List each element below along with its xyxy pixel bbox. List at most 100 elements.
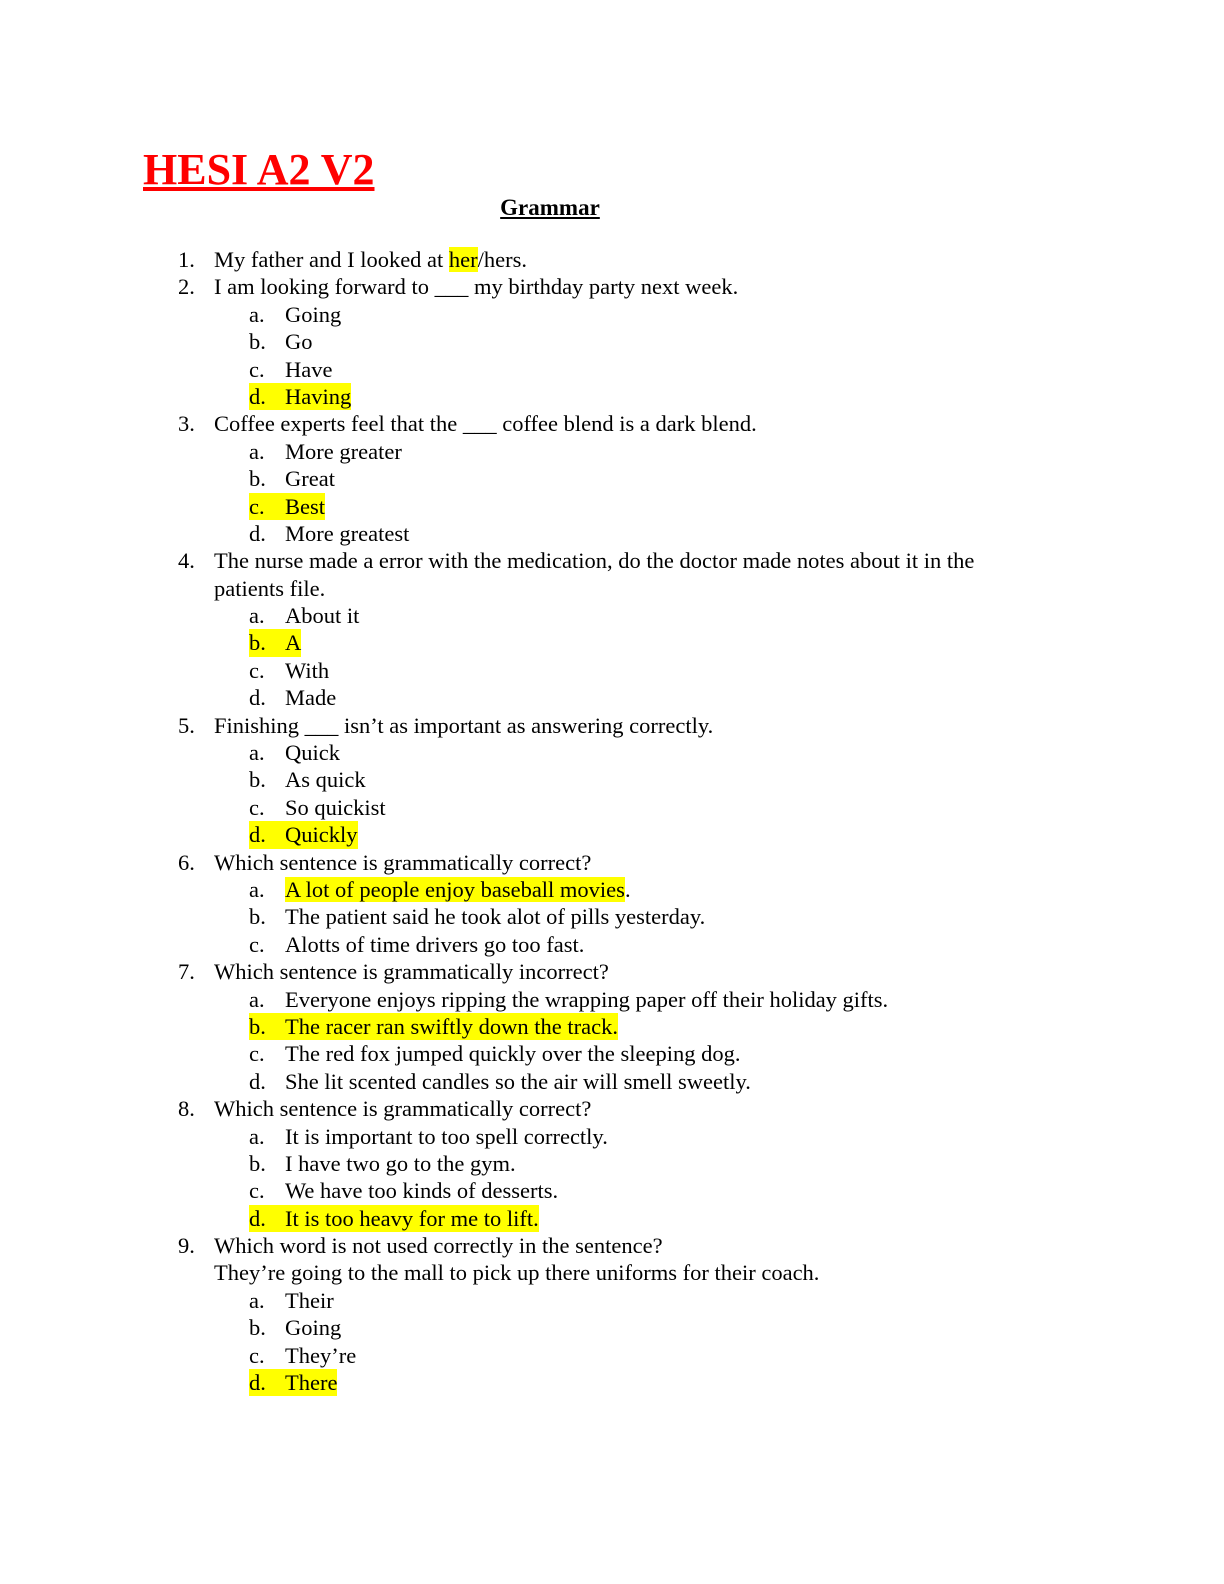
option-item: c. Have xyxy=(0,356,1224,383)
option-text: Alotts of time drivers go too fast. xyxy=(285,931,585,957)
option-letter: a. xyxy=(249,986,265,1012)
question-7: 7. Which sentence is grammatically incor… xyxy=(0,958,1224,985)
question-number: 9. xyxy=(178,1233,195,1259)
option-letter: d. xyxy=(249,1068,266,1094)
option-letter: a. xyxy=(249,438,265,464)
question-text: Which sentence is grammatically correct? xyxy=(214,849,592,875)
option-letter: b. xyxy=(249,466,266,492)
option-text: Have xyxy=(285,356,333,382)
option-item: d. More greatest xyxy=(0,520,1224,547)
option-item-correct: a.A lot of people enjoy baseball movies. xyxy=(249,876,631,902)
option-letter: a. xyxy=(249,603,265,629)
option-letter: d. xyxy=(249,383,266,409)
question-number: 1. xyxy=(178,247,195,272)
option-letter: d. xyxy=(249,1205,266,1231)
option-letter: b. xyxy=(249,1315,266,1341)
option-text: She lit scented candles so the air will … xyxy=(285,1068,751,1094)
option-text: I have two go to the gym. xyxy=(285,1150,516,1176)
option-item: c.They’re xyxy=(0,1342,1224,1369)
question-3: 3. Coffee experts feel that the ___ coff… xyxy=(0,410,1224,437)
question-text: Which sentence is grammatically correct? xyxy=(214,1096,592,1122)
question-4: 4. The nurse made a error with the medic… xyxy=(0,547,1224,574)
question-number: 5. xyxy=(178,712,195,738)
option-letter: d. xyxy=(249,685,266,711)
option-text: Quickly xyxy=(285,822,358,848)
page-title: HESI A2 V2 xyxy=(143,145,375,194)
option-text: Made xyxy=(285,685,337,711)
question-5: 5. Finishing ___ isn’t as important as a… xyxy=(0,712,1224,739)
option-item: a. About it xyxy=(0,602,1224,629)
option-letter: a. xyxy=(249,1123,265,1149)
option-item-correct: d. Quickly xyxy=(0,821,1224,849)
option-item-correct: b.The racer ran swiftly down the track. xyxy=(0,1012,1224,1041)
option-text: About it xyxy=(285,603,360,629)
option-item: c. Alotts of time drivers go too fast. xyxy=(0,931,1224,958)
option-item: b.As quick xyxy=(0,766,1224,793)
option-letter: b. xyxy=(249,904,266,930)
option-text: Go xyxy=(285,329,313,355)
option-text: Going xyxy=(285,301,342,327)
highlighted-answer: her xyxy=(448,247,478,272)
option-item: c.We have too kinds of desserts. xyxy=(0,1177,1224,1204)
option-text: Quick xyxy=(285,740,340,766)
option-item: b. Go xyxy=(0,328,1224,355)
option-item: d. Made xyxy=(0,684,1224,711)
question-text: Coffee experts feel that the ___ coffee … xyxy=(214,411,757,437)
option-text: We have too kinds of desserts. xyxy=(285,1178,559,1204)
option-text: A lot of people enjoy baseball movies xyxy=(285,876,625,902)
option-text: There xyxy=(285,1370,338,1396)
option-item-correct: b. A xyxy=(0,629,1224,657)
option-letter: c. xyxy=(249,493,265,519)
option-item: c.So quickist xyxy=(0,794,1224,821)
option-text: So quickist xyxy=(285,794,386,820)
option-item: b.I have two go to the gym. xyxy=(0,1150,1224,1177)
option-letter: a. xyxy=(249,1287,265,1313)
option-letter: a. xyxy=(249,740,265,766)
option-letter: c. xyxy=(249,356,265,382)
option-text: Great xyxy=(285,466,335,492)
question-number: 6. xyxy=(178,849,195,875)
option-item-correct: d. There xyxy=(0,1369,1224,1397)
option-item-correct: d. Having xyxy=(0,382,1224,411)
option-letter: a. xyxy=(249,876,265,902)
option-letter: d. xyxy=(249,1370,266,1396)
option-letter: b. xyxy=(249,767,266,793)
option-letter: d. xyxy=(249,520,266,546)
option-item: b. Great xyxy=(0,465,1224,492)
option-text: It is important to too spell correctly. xyxy=(285,1123,608,1149)
option-text: A xyxy=(285,630,302,656)
option-item: b. Going xyxy=(0,1314,1224,1341)
option-letter: b. xyxy=(249,630,266,656)
question-number: 3. xyxy=(178,411,195,437)
question-text: Which word is not used correctly in the … xyxy=(214,1233,663,1259)
question-8: 8. Which sentence is grammatically corre… xyxy=(0,1095,1224,1122)
option-letter: d. xyxy=(249,822,266,848)
option-item: a. Their xyxy=(0,1287,1224,1314)
option-text: Having xyxy=(285,383,352,409)
option-letter: c. xyxy=(249,931,265,957)
option-item: d. She lit scented candles so the air wil… xyxy=(0,1068,1224,1095)
option-item: a. Everyone enjoys ripping the wrapping p… xyxy=(0,986,1224,1013)
option-text: The red fox jumped quickly over the slee… xyxy=(285,1041,741,1067)
option-item: c. The red fox jumped quickly over the sl… xyxy=(0,1040,1224,1067)
option-text: Their xyxy=(285,1287,334,1313)
option-letter: a. xyxy=(249,301,265,327)
option-item: c. With xyxy=(0,657,1224,684)
option-text: Everyone enjoys ripping the wrapping pap… xyxy=(285,986,889,1012)
option-letter: b. xyxy=(249,329,266,355)
question-1: 1. My father and I looked at her/hers. xyxy=(0,246,1224,273)
option-text: Going xyxy=(285,1315,342,1341)
option-text: More greatest xyxy=(285,520,410,546)
option-letter: c. xyxy=(249,1041,265,1067)
question-number: 2. xyxy=(178,274,195,300)
option-item: a. Going xyxy=(0,301,1224,328)
option-item: a. It is important to too spell correctly… xyxy=(0,1123,1224,1150)
option-letter: b. xyxy=(249,1013,266,1039)
option-text: With xyxy=(285,657,330,683)
question-number: 4. xyxy=(178,548,195,574)
option-letter: c. xyxy=(249,657,265,683)
option-text: Best xyxy=(285,493,326,519)
option-item: a.More greater xyxy=(0,438,1224,465)
question-list: 1. My father and I looked at her/hers. 2… xyxy=(0,246,1224,1397)
question-text: My father and I looked at her/hers. xyxy=(214,247,528,272)
